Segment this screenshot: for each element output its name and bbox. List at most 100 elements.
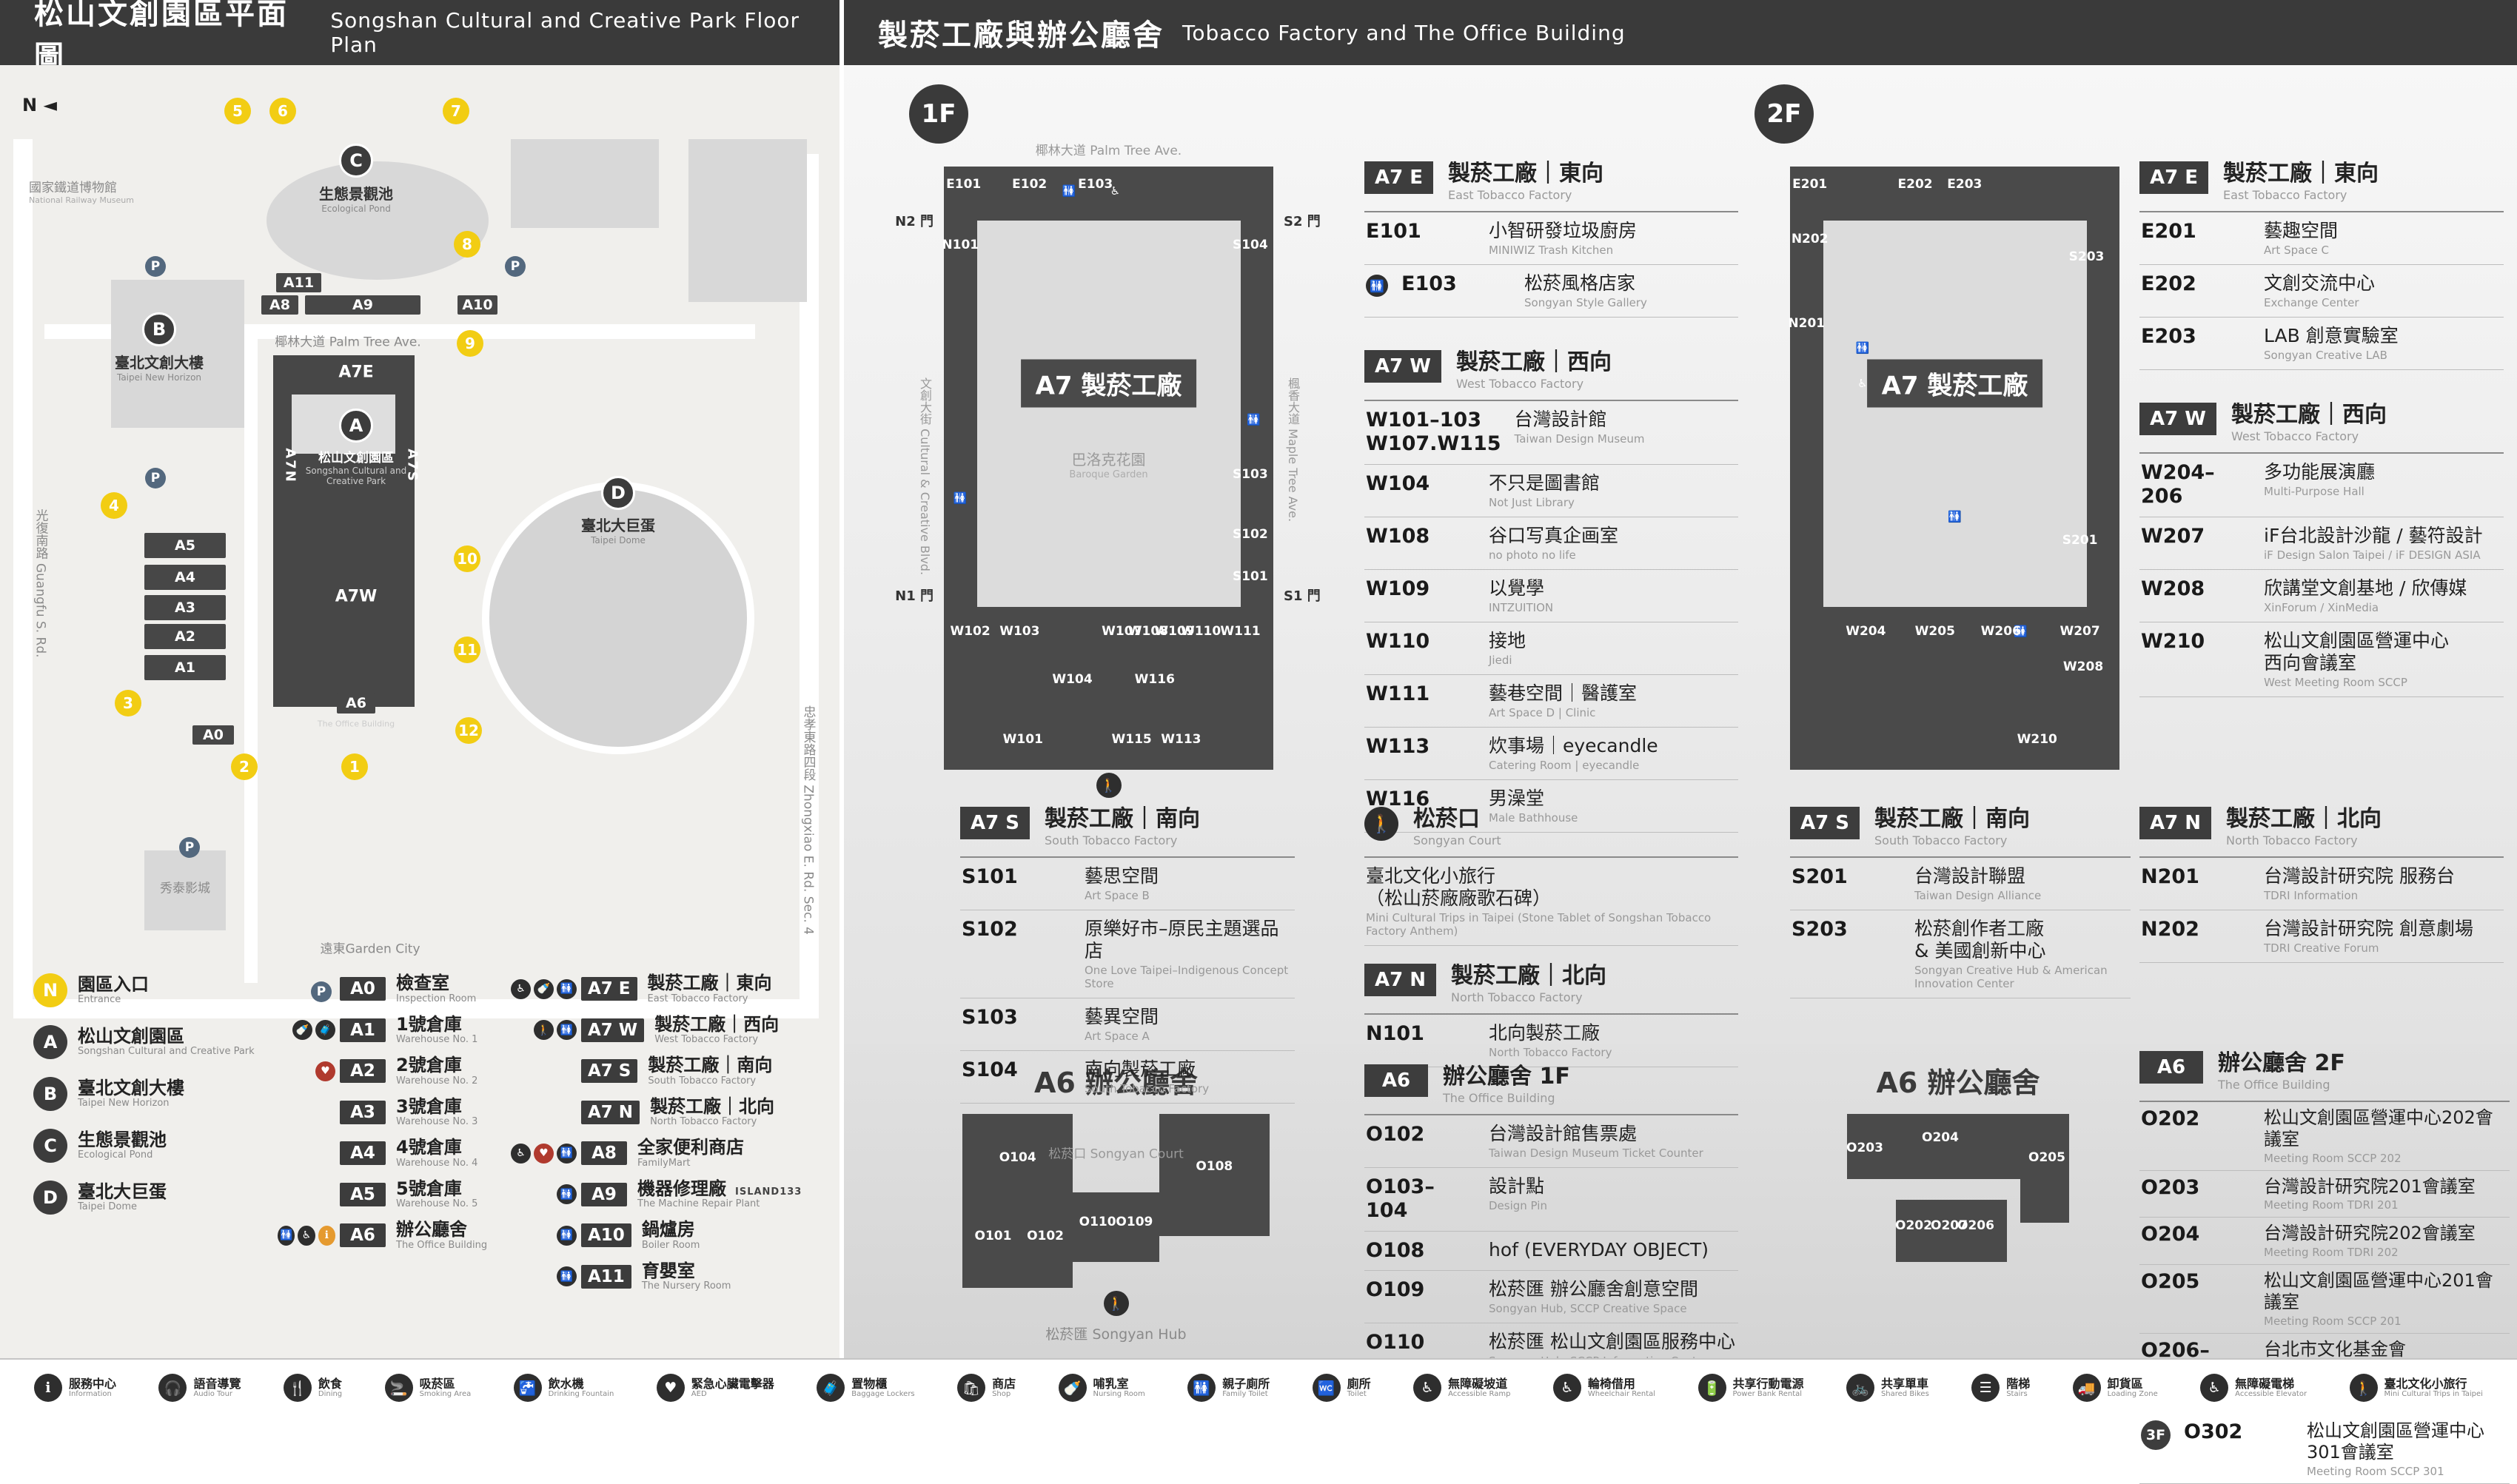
map-complex-label-the-office-building: The Office Building [317, 719, 395, 729]
taipei-new-horizon-building [111, 280, 244, 428]
legend-label-en: Taipei New Horizon [78, 1098, 170, 1109]
room-name-en: One Love Taipei–Indigenous Concept Store [1085, 964, 1289, 990]
facility-label-zh: 卸貨區 [2107, 1376, 2143, 1391]
map-area-label: 光復南路 Guangfu S. Rd. [33, 508, 48, 658]
legend-item-icons: 🚻 [500, 1184, 577, 1205]
legend-item-icons: ♿🍼🚻 [500, 978, 577, 999]
facility-label-en: Toilet [1347, 1390, 1367, 1399]
room-name-en: Male Bathhouse [1489, 810, 1578, 825]
plan-room-o203: O203 [1846, 1141, 1883, 1156]
room-row: 臺北文化小旅行（松山菸廠廠歌石碑）Mini Cultural Trips in … [1364, 858, 1738, 946]
facility-label-zh: 共享行動電源 [1732, 1376, 1804, 1391]
landmark-name-zh: 生態景觀池 [319, 185, 393, 203]
map-area-label: 秀泰影城 [160, 881, 210, 896]
tobacco-factory-complex [273, 355, 415, 707]
legend-badge: A1 [340, 1018, 386, 1042]
legend-label-en: Warehouse No. 5 [396, 1198, 478, 1210]
street-label-top: 椰林大道 Palm Tree Ave. [1035, 144, 1182, 158]
facility-label-zh: 商店 [992, 1376, 1016, 1391]
plan-room-o102: O102 [1027, 1228, 1065, 1243]
facility-label-en: Nursing Room [1093, 1390, 1145, 1399]
toilet-icon: 🚻 [557, 1184, 577, 1205]
landmark-name-en: Songshan Cultural and Creative Park [305, 466, 407, 486]
north-arrow-icon: N ◄ [22, 95, 57, 115]
landmark-name-en: Taipei New Horizon [116, 372, 202, 383]
courtyard-2f [1823, 221, 2087, 607]
legend-badge: A7 E [581, 977, 637, 1001]
songyan-court-icon: 🚶 [1364, 807, 1398, 841]
landmark-name-zh: 松山文創園區 [318, 451, 394, 466]
songyan-hub-label: 松菸匯 Songyan Hub [1045, 1326, 1187, 1343]
plan-room-n202: N202 [1791, 231, 1829, 246]
legend-label-en: Warehouse No. 1 [396, 1034, 478, 1046]
plan-room-o202: O202 [1895, 1218, 1932, 1234]
plan-room-w116: W116 [1134, 671, 1175, 687]
floor-badge-1f: 1F [909, 84, 968, 144]
legend-item-icons: 🍼🧳 [278, 1020, 335, 1041]
map-building-a4: A4 [144, 565, 226, 590]
facility-icon-drinking-fountain: 🚰 [513, 1374, 542, 1402]
legend-label-zh: 全家便利商店 [637, 1137, 744, 1158]
legend-badge: A2 [340, 1059, 386, 1084]
map-building-a9: A9 [305, 295, 420, 315]
office-block-left [962, 1114, 1073, 1288]
section-badge: A7 W [1364, 350, 1441, 383]
room-name-en: Songyan Hub, SCCP Creative Space [1489, 1302, 1687, 1316]
room-code: W116 [1366, 787, 1430, 810]
gate-label-s1: S1 門 [1284, 588, 1321, 604]
room-code: W101–103 W107.W115 [1366, 409, 1501, 456]
legend-badge: A9 [581, 1182, 627, 1206]
section-badge: A7 E [1364, 161, 1434, 194]
baby-icon: 🍼 [292, 1020, 312, 1041]
section-title-en: South Tobacco Factory [1045, 833, 1178, 847]
section-title-en: West Tobacco Factory [2231, 429, 2359, 443]
room-name-zh: 松山文創園區營運中心202會議室 [2264, 1107, 2493, 1149]
gate-label-n2: N2 門 [895, 214, 934, 230]
facility-icon-mini-cultural-trips-in-taipei: 🚶 [2349, 1374, 2378, 1402]
legend-badge: N [33, 973, 67, 1007]
room-name-zh: 文創交流中心 [2264, 272, 2376, 294]
room-name-zh2: 西向會議室 [2264, 651, 2357, 674]
a6-2f-plan-title: A6 辦公廳舍 [1876, 1067, 2040, 1099]
facility-label-zh: 臺北文化小旅行 [2384, 1376, 2467, 1391]
plan-room-e203: E203 [1947, 177, 1983, 192]
legend-label-zh: 辦公廳舍 [396, 1219, 467, 1240]
plan-room-o108: O108 [1196, 1158, 1233, 1174]
landmark-name-zh: 臺北文創大樓 [115, 354, 204, 372]
room-name-zh: 台灣設計研究院202會議室 [2264, 1223, 2476, 1244]
toilet-icon: 🚻 [1366, 275, 1388, 297]
legend-label-en: Ecological Pond [78, 1149, 153, 1161]
